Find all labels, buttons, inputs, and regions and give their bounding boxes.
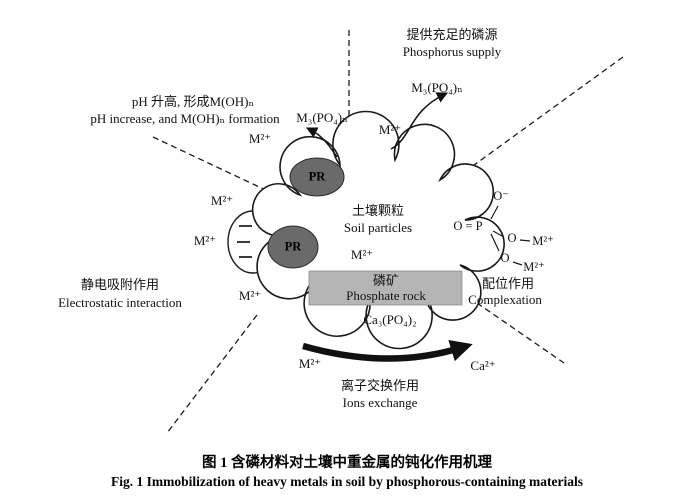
soil-label-zh: 土壤颗粒 xyxy=(351,203,405,218)
complexation-label-en: Complexation xyxy=(468,292,542,307)
pr-particle-bottom xyxy=(267,225,319,269)
ph-label-zh: pH 升高, 形成M(OH)ₙ xyxy=(131,94,255,109)
pr-abbr: PR xyxy=(284,239,302,254)
divider-upper-right-icon xyxy=(469,56,624,169)
complexation-label-zh: 配位作用 xyxy=(481,276,535,291)
electrostatic-label-en: Electrostatic interaction xyxy=(58,295,182,310)
metal-ion: M²⁺ xyxy=(248,131,272,146)
precipitate-formula: M₃(PO₄)ₙ xyxy=(296,110,348,125)
pr-abbr: PR xyxy=(308,169,326,184)
metal-ion: M²⁺ xyxy=(532,234,554,248)
ion-exchange-label-zh: 离子交换作用 xyxy=(340,378,420,393)
metal-ion: M²⁺ xyxy=(298,356,322,371)
supply-formula: M₃(PO₄)ₙ xyxy=(411,80,463,95)
o-atom: O xyxy=(507,231,517,245)
phosphate-rock-en: Phosphate rock xyxy=(346,288,426,303)
o-atom: O xyxy=(500,251,510,265)
ion-exchange-label-en: Ions exchange xyxy=(342,395,418,410)
divider-lower-right-icon xyxy=(476,302,565,364)
metal-ion: M²⁺ xyxy=(210,193,234,208)
calcium-ion: Ca²⁺ xyxy=(470,358,496,373)
bond-p-ominus-icon xyxy=(490,205,499,220)
bond-p-o-bottom-icon xyxy=(490,233,500,252)
divider-upper-left-icon xyxy=(152,136,273,194)
o-double-p-group: O = P xyxy=(453,219,483,233)
supply-label-en: Phosphorus supply xyxy=(402,44,502,59)
metal-ion: M²⁺ xyxy=(193,233,217,248)
pr-particle-top xyxy=(289,157,345,197)
bond-o-m-bottom-icon xyxy=(512,261,523,266)
metal-ion: M²⁺ xyxy=(350,247,374,262)
o-minus-atom: O⁻ xyxy=(493,189,509,203)
figure-caption-zh: 图 1 含磷材料对土壤中重金属的钝化作用机理 xyxy=(202,455,492,471)
ph-label-en: pH increase, and M(OH)ₙ formation xyxy=(90,111,280,126)
metal-ion: M²⁺ xyxy=(378,122,402,137)
soil-label-en: Soil particles xyxy=(343,220,413,235)
phosphate-release-arrow-icon xyxy=(390,92,449,150)
figure-caption-en: Fig. 1 Immobilization of heavy metals in… xyxy=(111,474,583,489)
divider-lower-left-icon xyxy=(166,314,258,434)
ca-phosphate-formula: Ca₃(PO₄)₂ xyxy=(363,312,417,327)
metal-ion: M²⁺ xyxy=(523,260,545,274)
phosphate-rock-bar xyxy=(308,270,463,306)
phosphate-rock-zh: 磷矿 xyxy=(372,273,399,288)
supply-label-zh: 提供充足的磷源 xyxy=(406,27,498,42)
bond-o-m-right-icon xyxy=(519,239,531,242)
precipitation-arrow-icon xyxy=(305,127,338,158)
electrostatic-label-zh: 静电吸附作用 xyxy=(80,277,160,292)
metal-ion: M²⁺ xyxy=(238,288,262,303)
bond-p-o-right-icon xyxy=(492,230,505,238)
phosphate-rock-label: 磷矿 Phosphate rock xyxy=(310,271,462,305)
ion-exchange-arrow-icon xyxy=(302,340,473,362)
